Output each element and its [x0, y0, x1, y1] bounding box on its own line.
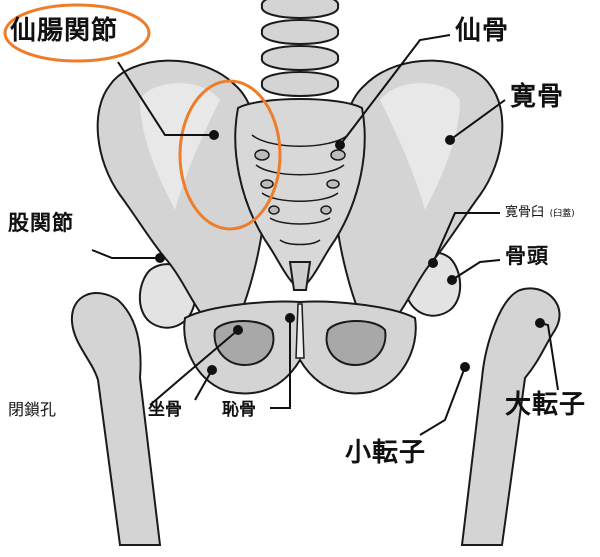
- sacroiliac-highlight-circle: [178, 79, 282, 231]
- sacrum-shape: [234, 98, 366, 292]
- leader-lines: [91, 34, 559, 436]
- label-acetabulum-paren: (臼蓋): [549, 209, 575, 219]
- label-ilium: 寛骨: [510, 82, 565, 112]
- label-sacrum: 仙骨: [455, 16, 510, 46]
- label-femoral-head: 骨頭: [505, 244, 549, 268]
- leader-dots: [155, 130, 545, 375]
- pubis-ischium: [183, 300, 417, 395]
- label-acetabulum: 寛骨臼 (臼蓋): [505, 203, 575, 219]
- ilium-wings: [96, 59, 504, 317]
- label-hip-joint: 股関節: [8, 211, 74, 235]
- label-obturator-foramen: 閉鎖孔: [8, 400, 57, 419]
- lumbar-spine: [260, 0, 340, 97]
- label-acetabulum-text: 寛骨臼: [505, 205, 545, 220]
- label-greater-trochanter: 大転子: [505, 390, 587, 420]
- title-highlight-circle: [3, 3, 151, 63]
- label-ischium: 坐骨: [148, 400, 182, 420]
- label-sacroiliac-joint: 仙腸関節: [10, 16, 119, 46]
- label-pubis: 恥骨: [222, 400, 256, 420]
- label-lesser-trochanter: 小転子: [345, 438, 427, 468]
